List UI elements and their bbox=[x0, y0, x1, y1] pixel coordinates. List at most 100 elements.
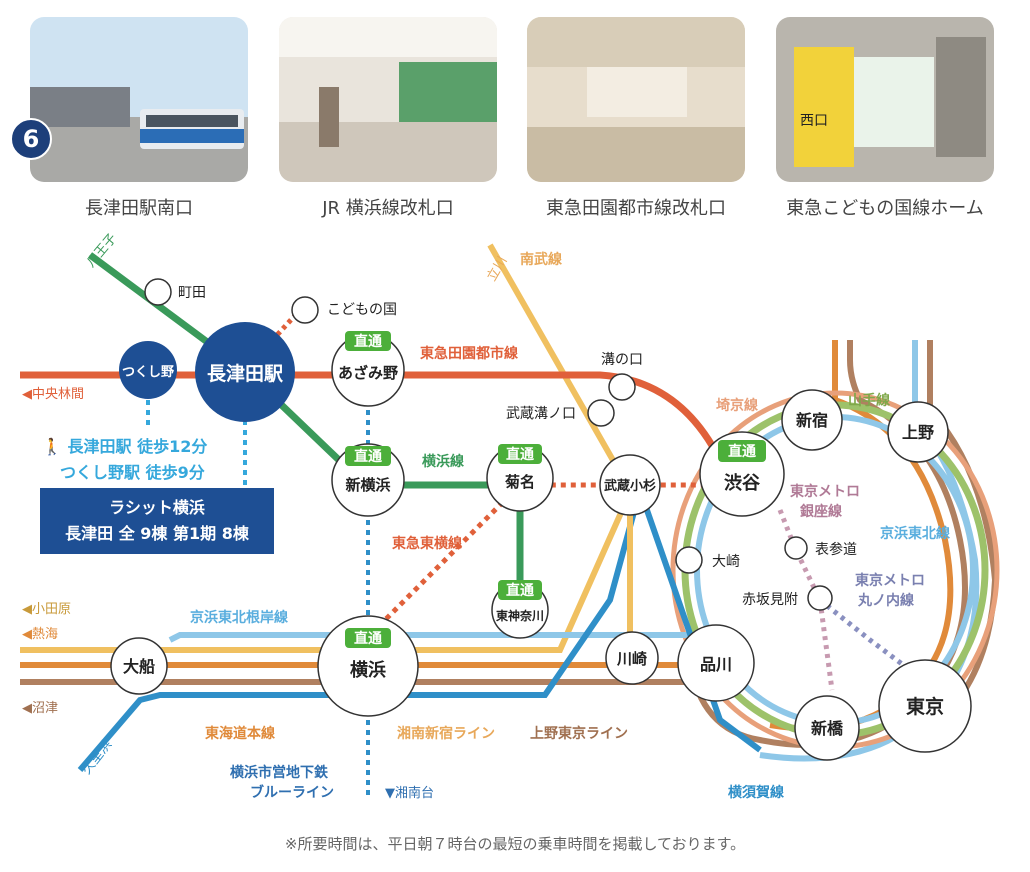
walk-info: 🚶 長津田駅 徒歩12分 つくし野駅 徒歩9分 bbox=[42, 434, 207, 486]
station-akasakamitsuke-dot bbox=[807, 585, 833, 611]
station-name-akasakamitsuke: 赤坂見附 bbox=[742, 592, 798, 608]
photo-caption: 東急田園都市線改札口 bbox=[546, 198, 726, 219]
station-name-ofuna: 大船 bbox=[123, 657, 155, 676]
direct-badge bbox=[718, 440, 766, 462]
photo-jr-yokohama-gate bbox=[279, 17, 497, 182]
footnote: ※所要時間は、平日朝７時台の最短の乗車時間を掲載しております。 bbox=[284, 835, 746, 853]
direct-label: 直通 bbox=[354, 630, 382, 647]
station-omotesando-dot bbox=[784, 536, 808, 560]
station-name-shimbashi: 新橋 bbox=[811, 719, 844, 738]
property-promo-box: ラシット横浜 長津田 全 9棟 第1期 8棟 bbox=[40, 488, 274, 554]
line-label-marunouchi: 東京メトロ bbox=[855, 572, 925, 589]
line-label-toyoko: 東急東横線 bbox=[392, 535, 462, 552]
direct-label: 直通 bbox=[354, 333, 382, 350]
promo-title: ラシット横浜 bbox=[109, 498, 205, 517]
step-number-badge: 6 bbox=[10, 118, 52, 160]
direct-badge bbox=[345, 446, 391, 466]
line-label-blue-line-2: ブルーライン bbox=[250, 784, 334, 801]
shonan-shinjuku-line bbox=[20, 468, 643, 653]
station-nagatsuta-circle bbox=[195, 322, 295, 422]
station-mizonokuchi-dot bbox=[608, 373, 636, 401]
den-en-toshi-line bbox=[20, 371, 724, 462]
line-label-ginza-2: 銀座線 bbox=[800, 503, 842, 520]
station-musashikosugi-circle bbox=[599, 454, 661, 516]
station-name-shinagawa: 品川 bbox=[700, 655, 732, 674]
line-label-yokosuka: 横須賀線 bbox=[728, 784, 784, 801]
line-label-ueno-tokyo: 上野東京ライン bbox=[530, 725, 628, 742]
line-label-keihin-tohoku: 京浜東北線 bbox=[880, 525, 950, 542]
photo-caption: JR 横浜線改札口 bbox=[322, 198, 454, 219]
photo-nagatsuta-south-exit bbox=[30, 17, 248, 182]
station-name-tsukushino: つくし野 bbox=[122, 365, 174, 380]
keihin-tohoku-negishi-line bbox=[168, 632, 690, 643]
station-name-osaki: 大崎 bbox=[712, 554, 740, 570]
station-name-mizonokuchi: 溝の口 bbox=[601, 352, 643, 368]
station-name-azamino: あざみ野 bbox=[338, 364, 398, 382]
station-musashimizonokuchi-dot bbox=[587, 399, 615, 427]
line-label-yamanote: 山手線 bbox=[848, 392, 890, 409]
ginza-line bbox=[777, 509, 835, 691]
walk-line-2: つくし野駅 徒歩9分 bbox=[60, 463, 205, 482]
station-shinjuku-circle bbox=[781, 389, 843, 451]
platform-sign-text: 西口 bbox=[800, 112, 828, 128]
station-ueno-circle bbox=[887, 401, 949, 463]
direction-atami: ◀熱海 bbox=[22, 627, 58, 642]
line-label-keihin-tohoku-negishi: 京浜東北根岸線 bbox=[190, 609, 288, 626]
station-name-tokyo: 東京 bbox=[906, 695, 944, 718]
promo-subtitle: 長津田 全 9棟 第1期 8棟 bbox=[65, 524, 249, 543]
walk-person-icon: 🚶 bbox=[42, 437, 62, 456]
marunouchi-line bbox=[818, 598, 912, 672]
direct-label: 直通 bbox=[354, 448, 382, 465]
station-shimbashi-circle bbox=[794, 695, 860, 761]
direct-badge bbox=[498, 580, 542, 600]
photo-denentoshi-gate bbox=[527, 17, 745, 182]
station-name-ueno: 上野 bbox=[902, 423, 934, 442]
line-label-den-en-toshi: 東急田園都市線 bbox=[420, 345, 518, 362]
direction-numazu: ◀沼津 bbox=[22, 701, 58, 716]
direction-odawara: ◀小田原 bbox=[22, 602, 71, 617]
line-label-ginza: 東京メトロ bbox=[790, 483, 860, 500]
line-label-nambu: 南武線 bbox=[520, 251, 562, 268]
direct-badge bbox=[498, 444, 542, 464]
line-label-tokaido: 東海道本線 bbox=[205, 725, 275, 742]
station-name-musashimizonokuchi: 武蔵溝ノ口 bbox=[506, 406, 576, 422]
direction-shonandai: ▼湘南台 bbox=[385, 785, 434, 801]
direct-badge bbox=[345, 628, 391, 648]
station-machida-dot bbox=[144, 278, 172, 306]
station-name-shinyokohama: 新横浜 bbox=[345, 476, 390, 494]
station-name-kodomonokuni: こどもの国 bbox=[327, 302, 397, 318]
line-label-yokohama: 横浜線 bbox=[422, 453, 464, 470]
station-yokohama-circle bbox=[317, 615, 419, 717]
station-name-musashikosugi: 武蔵小杉 bbox=[604, 478, 656, 494]
station-tokyo-circle bbox=[878, 659, 972, 753]
line-label-shonan-shinjuku: 湘南新宿ライン bbox=[397, 725, 495, 742]
station-name-shibuya: 渋谷 bbox=[724, 472, 761, 494]
station-name-shinjuku: 新宿 bbox=[796, 411, 828, 430]
direct-label: 直通 bbox=[728, 443, 756, 460]
station-name-kikuna: 菊名 bbox=[505, 473, 535, 491]
station-osaki-dot bbox=[675, 546, 703, 574]
station-name-machida: 町田 bbox=[178, 285, 206, 301]
photo-kodomonokuni-platform: 西口 bbox=[776, 17, 994, 182]
station-name-kawasaki: 川崎 bbox=[616, 650, 647, 668]
line-label-marunouchi-2: 丸ノ内線 bbox=[857, 592, 914, 609]
station-kawasaki-circle bbox=[605, 631, 659, 685]
photo-caption: 東急こどもの国線ホーム bbox=[786, 198, 984, 219]
station-name-higashikanagawa: 東神奈川 bbox=[496, 608, 544, 623]
direct-label: 直通 bbox=[506, 446, 534, 463]
station-kodomonokuni-dot bbox=[291, 296, 319, 324]
walk-line-1: 長津田駅 徒歩12分 bbox=[67, 437, 208, 456]
direct-label: 直通 bbox=[506, 582, 534, 599]
station-ofuna-circle bbox=[110, 637, 168, 695]
line-label-blue-line: 横浜市営地下鉄 bbox=[230, 764, 329, 781]
photo-caption: 長津田駅南口 bbox=[85, 198, 193, 219]
direction-kurihama: 久里浜 bbox=[79, 737, 115, 777]
station-name-yokohama: 横浜 bbox=[350, 659, 386, 681]
station-name-omotesando: 表参道 bbox=[815, 541, 857, 558]
line-label-saikyo: 埼京線 bbox=[716, 397, 758, 414]
direct-badge bbox=[345, 331, 391, 351]
station-shinagawa-circle bbox=[677, 624, 755, 702]
direction-chuorinkan: ◀中央林間 bbox=[22, 387, 84, 402]
station-tsukushino-circle bbox=[119, 341, 177, 399]
